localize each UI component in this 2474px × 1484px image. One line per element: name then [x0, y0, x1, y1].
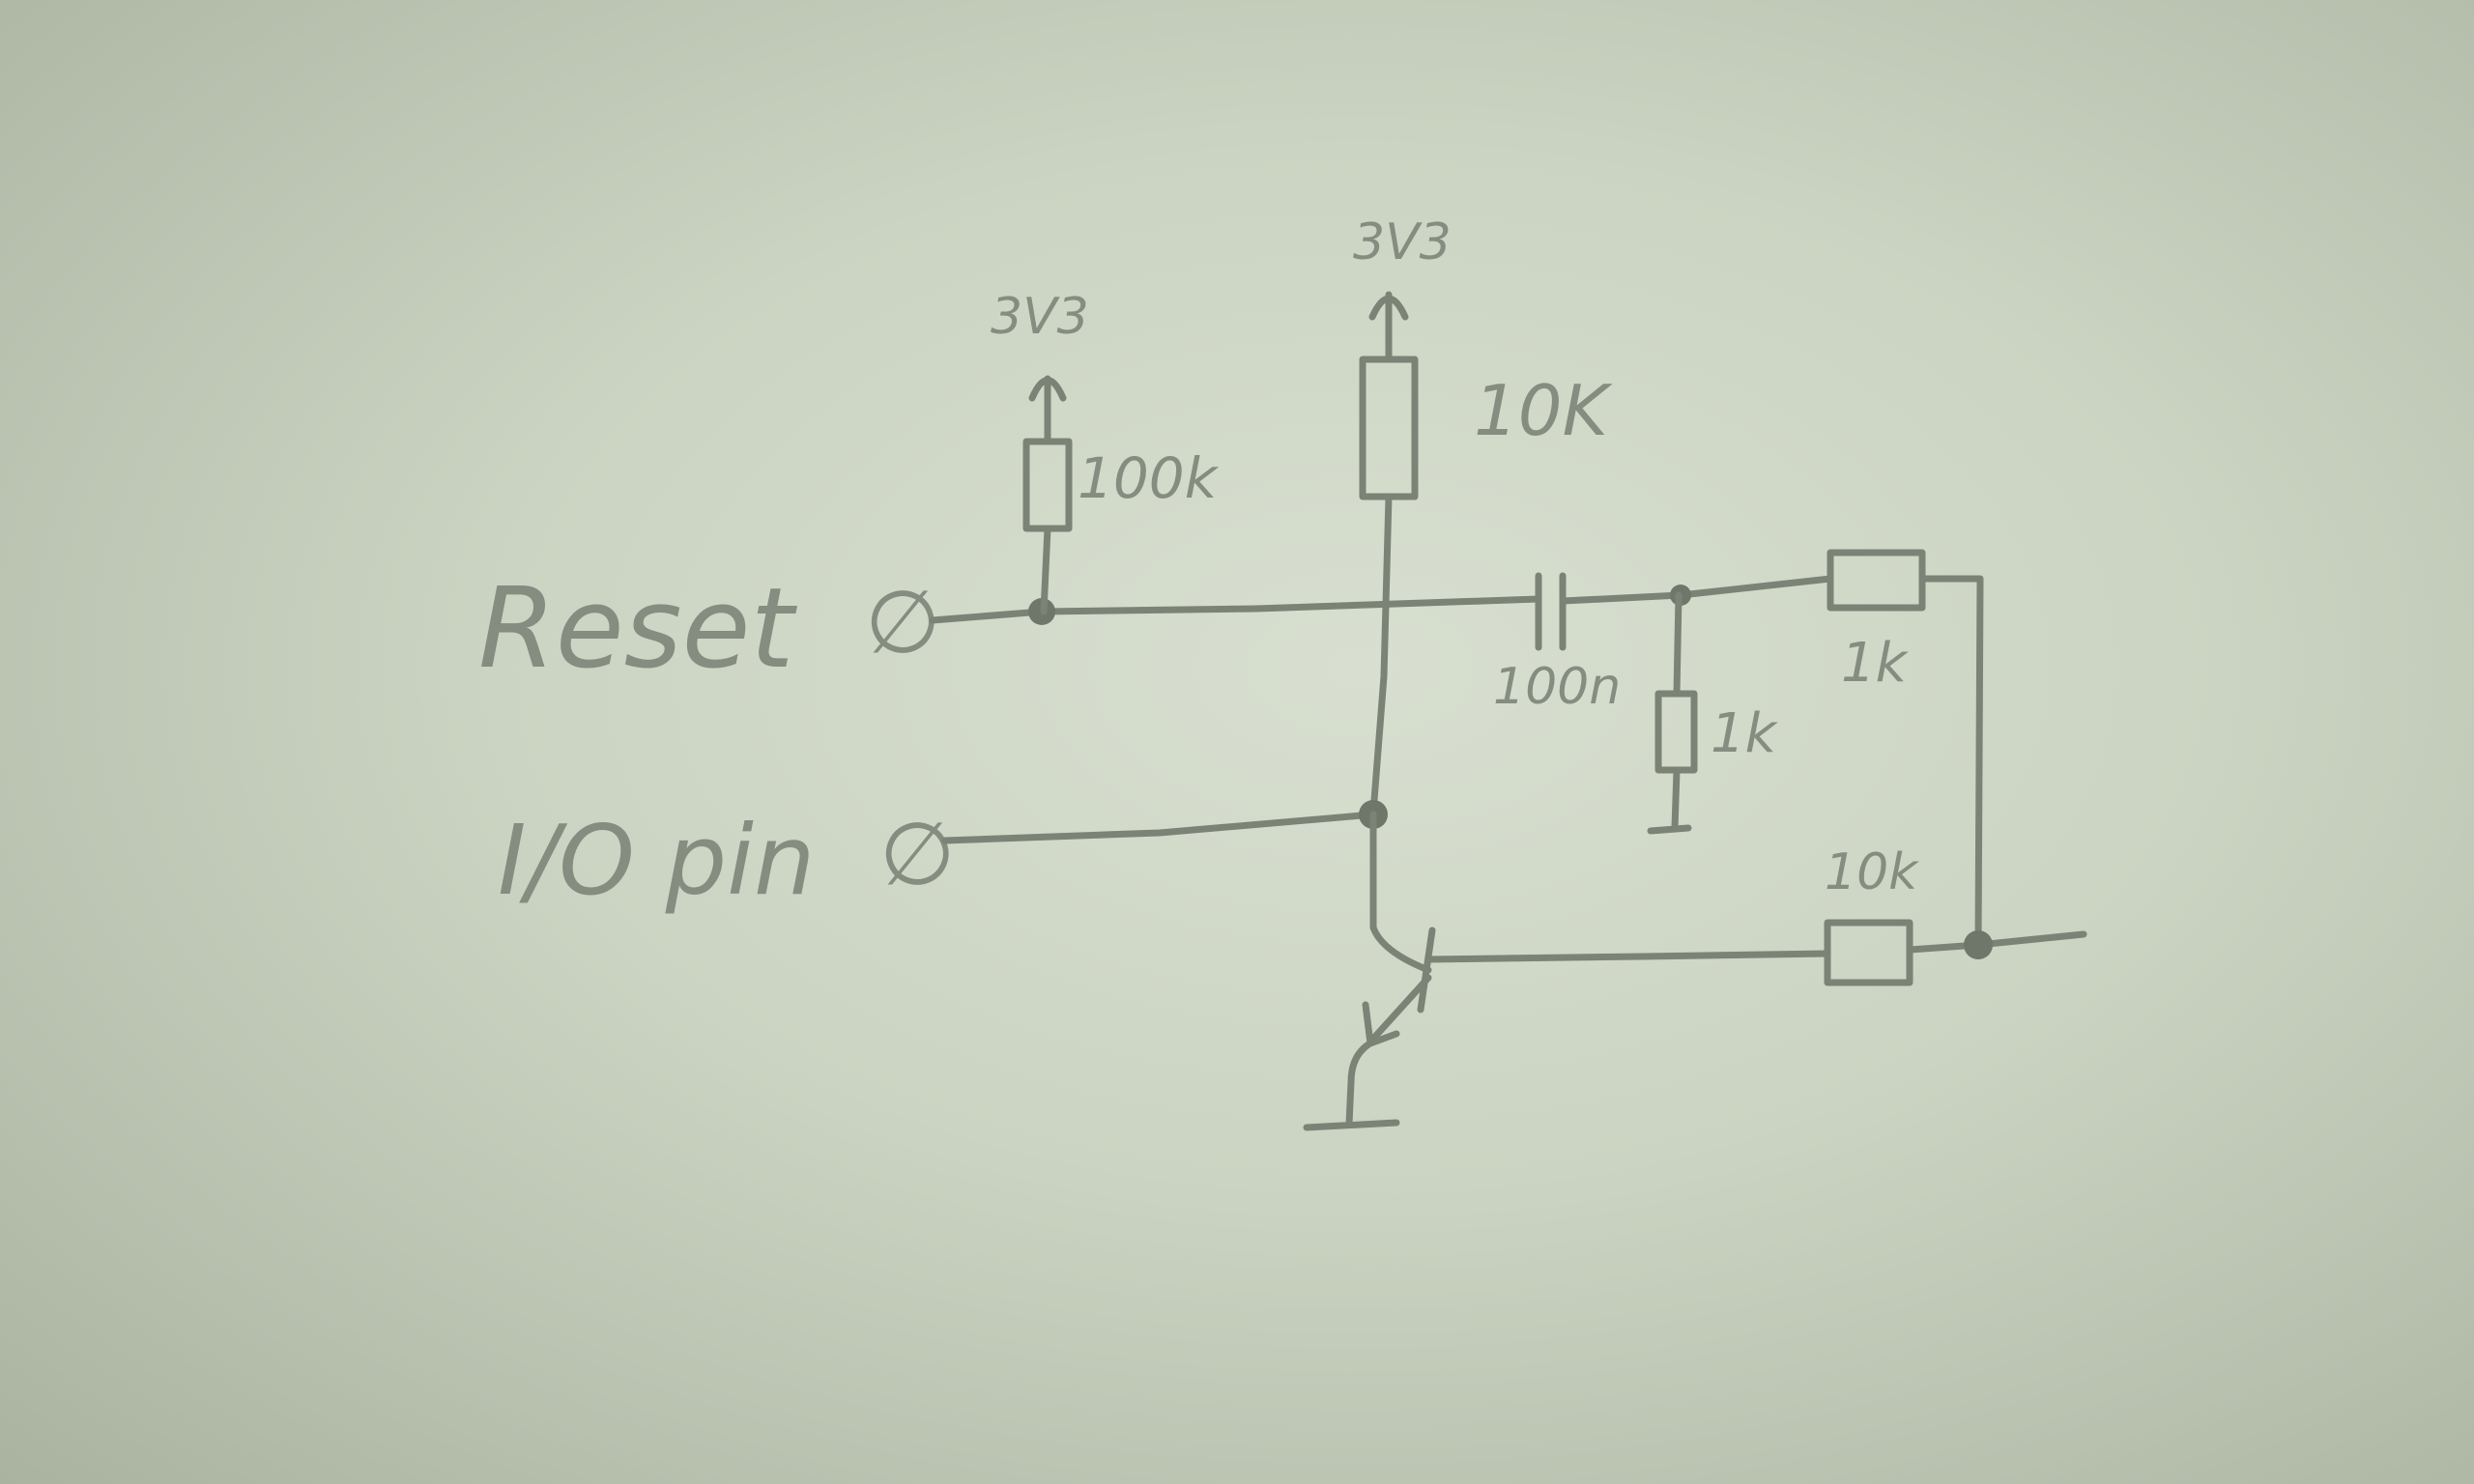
resistor-1k-shunt	[1654, 690, 1698, 774]
reset-wire	[929, 595, 1542, 624]
resistor-10k-collector-label: 10K	[1474, 370, 1613, 451]
supply-label-left: 3V3	[991, 288, 1089, 346]
io-pin-wire	[941, 811, 1377, 844]
transistor-collector	[1369, 811, 1432, 974]
reset-label: Reset	[478, 564, 797, 694]
base-wire	[1424, 950, 1831, 963]
supply-arrow-center	[1368, 291, 1409, 363]
resistor-1k-series-label: 1k	[1841, 632, 1910, 695]
collector-wire	[1369, 493, 1393, 816]
capacitor-label: 100n	[1493, 658, 1621, 716]
resistor-10k-base	[1824, 919, 1913, 986]
shunt-lead	[1673, 591, 1683, 698]
junction-dot	[1964, 930, 1993, 959]
ground-symbol	[1647, 766, 1692, 835]
io-pin-terminal: ∅	[879, 804, 955, 905]
emitter-ground	[1303, 1038, 1400, 1131]
resistor-1k-series	[1827, 549, 1926, 612]
resistor-100k	[1022, 438, 1073, 532]
resistor-1k-shunt-label: 1k	[1711, 702, 1779, 765]
resistor-10k-base-label: 10k	[1825, 843, 1919, 901]
io-pin-label: I/O pin	[498, 804, 815, 917]
transistor-base-bar	[1417, 927, 1436, 1013]
capacitor-100n	[1535, 572, 1567, 651]
supply-label-center: 3V3	[1353, 214, 1452, 271]
resistor-100k-lead	[1040, 525, 1051, 615]
resistor-10k-collector	[1359, 356, 1419, 500]
output-wire	[1906, 930, 2087, 954]
cap-output-wire	[1559, 575, 1834, 605]
feedback-wire	[1918, 575, 1984, 948]
supply-arrow-left	[1028, 375, 1067, 445]
resistor-100k-label: 100k	[1078, 445, 1220, 511]
reset-terminal: ∅	[865, 572, 940, 673]
